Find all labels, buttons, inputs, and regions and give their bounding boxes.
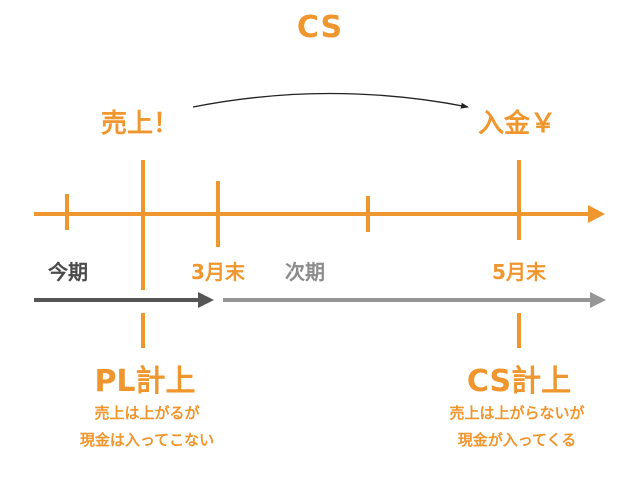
pl-note-line-2: 現金は入ってこない — [79, 431, 215, 449]
cs-note-line-2: 現金が入ってくる — [457, 431, 577, 449]
pl-recognition-note: 売上は上がるが 現金は入ってこない — [80, 400, 214, 454]
pl-note-line-1: 売上は上がるが — [94, 404, 200, 422]
cs-recognition-note: 売上は上がらないが 現金が入ってくる — [449, 400, 584, 454]
cs-note-line-1: 売上は上がらないが — [449, 404, 585, 422]
payment-event-label: 入金￥ — [477, 109, 557, 139]
march-end-label: 3月末 — [191, 260, 245, 284]
next-period-arrowhead — [590, 292, 606, 308]
cs-recognition-heading: CS計上 — [466, 364, 572, 399]
may-end-label: 5月末 — [492, 260, 546, 284]
current-period-arrowhead — [198, 292, 214, 308]
diagram-title: CS — [296, 10, 344, 45]
next-period-label: 次期 — [285, 260, 325, 284]
sale-event-label: 売上！ — [100, 109, 180, 139]
current-period-label: 今期 — [48, 260, 88, 284]
sale-to-payment-curve-arrow — [192, 92, 469, 109]
main-timeline-arrowhead — [588, 205, 605, 223]
pl-recognition-heading: PL計上 — [94, 364, 196, 399]
